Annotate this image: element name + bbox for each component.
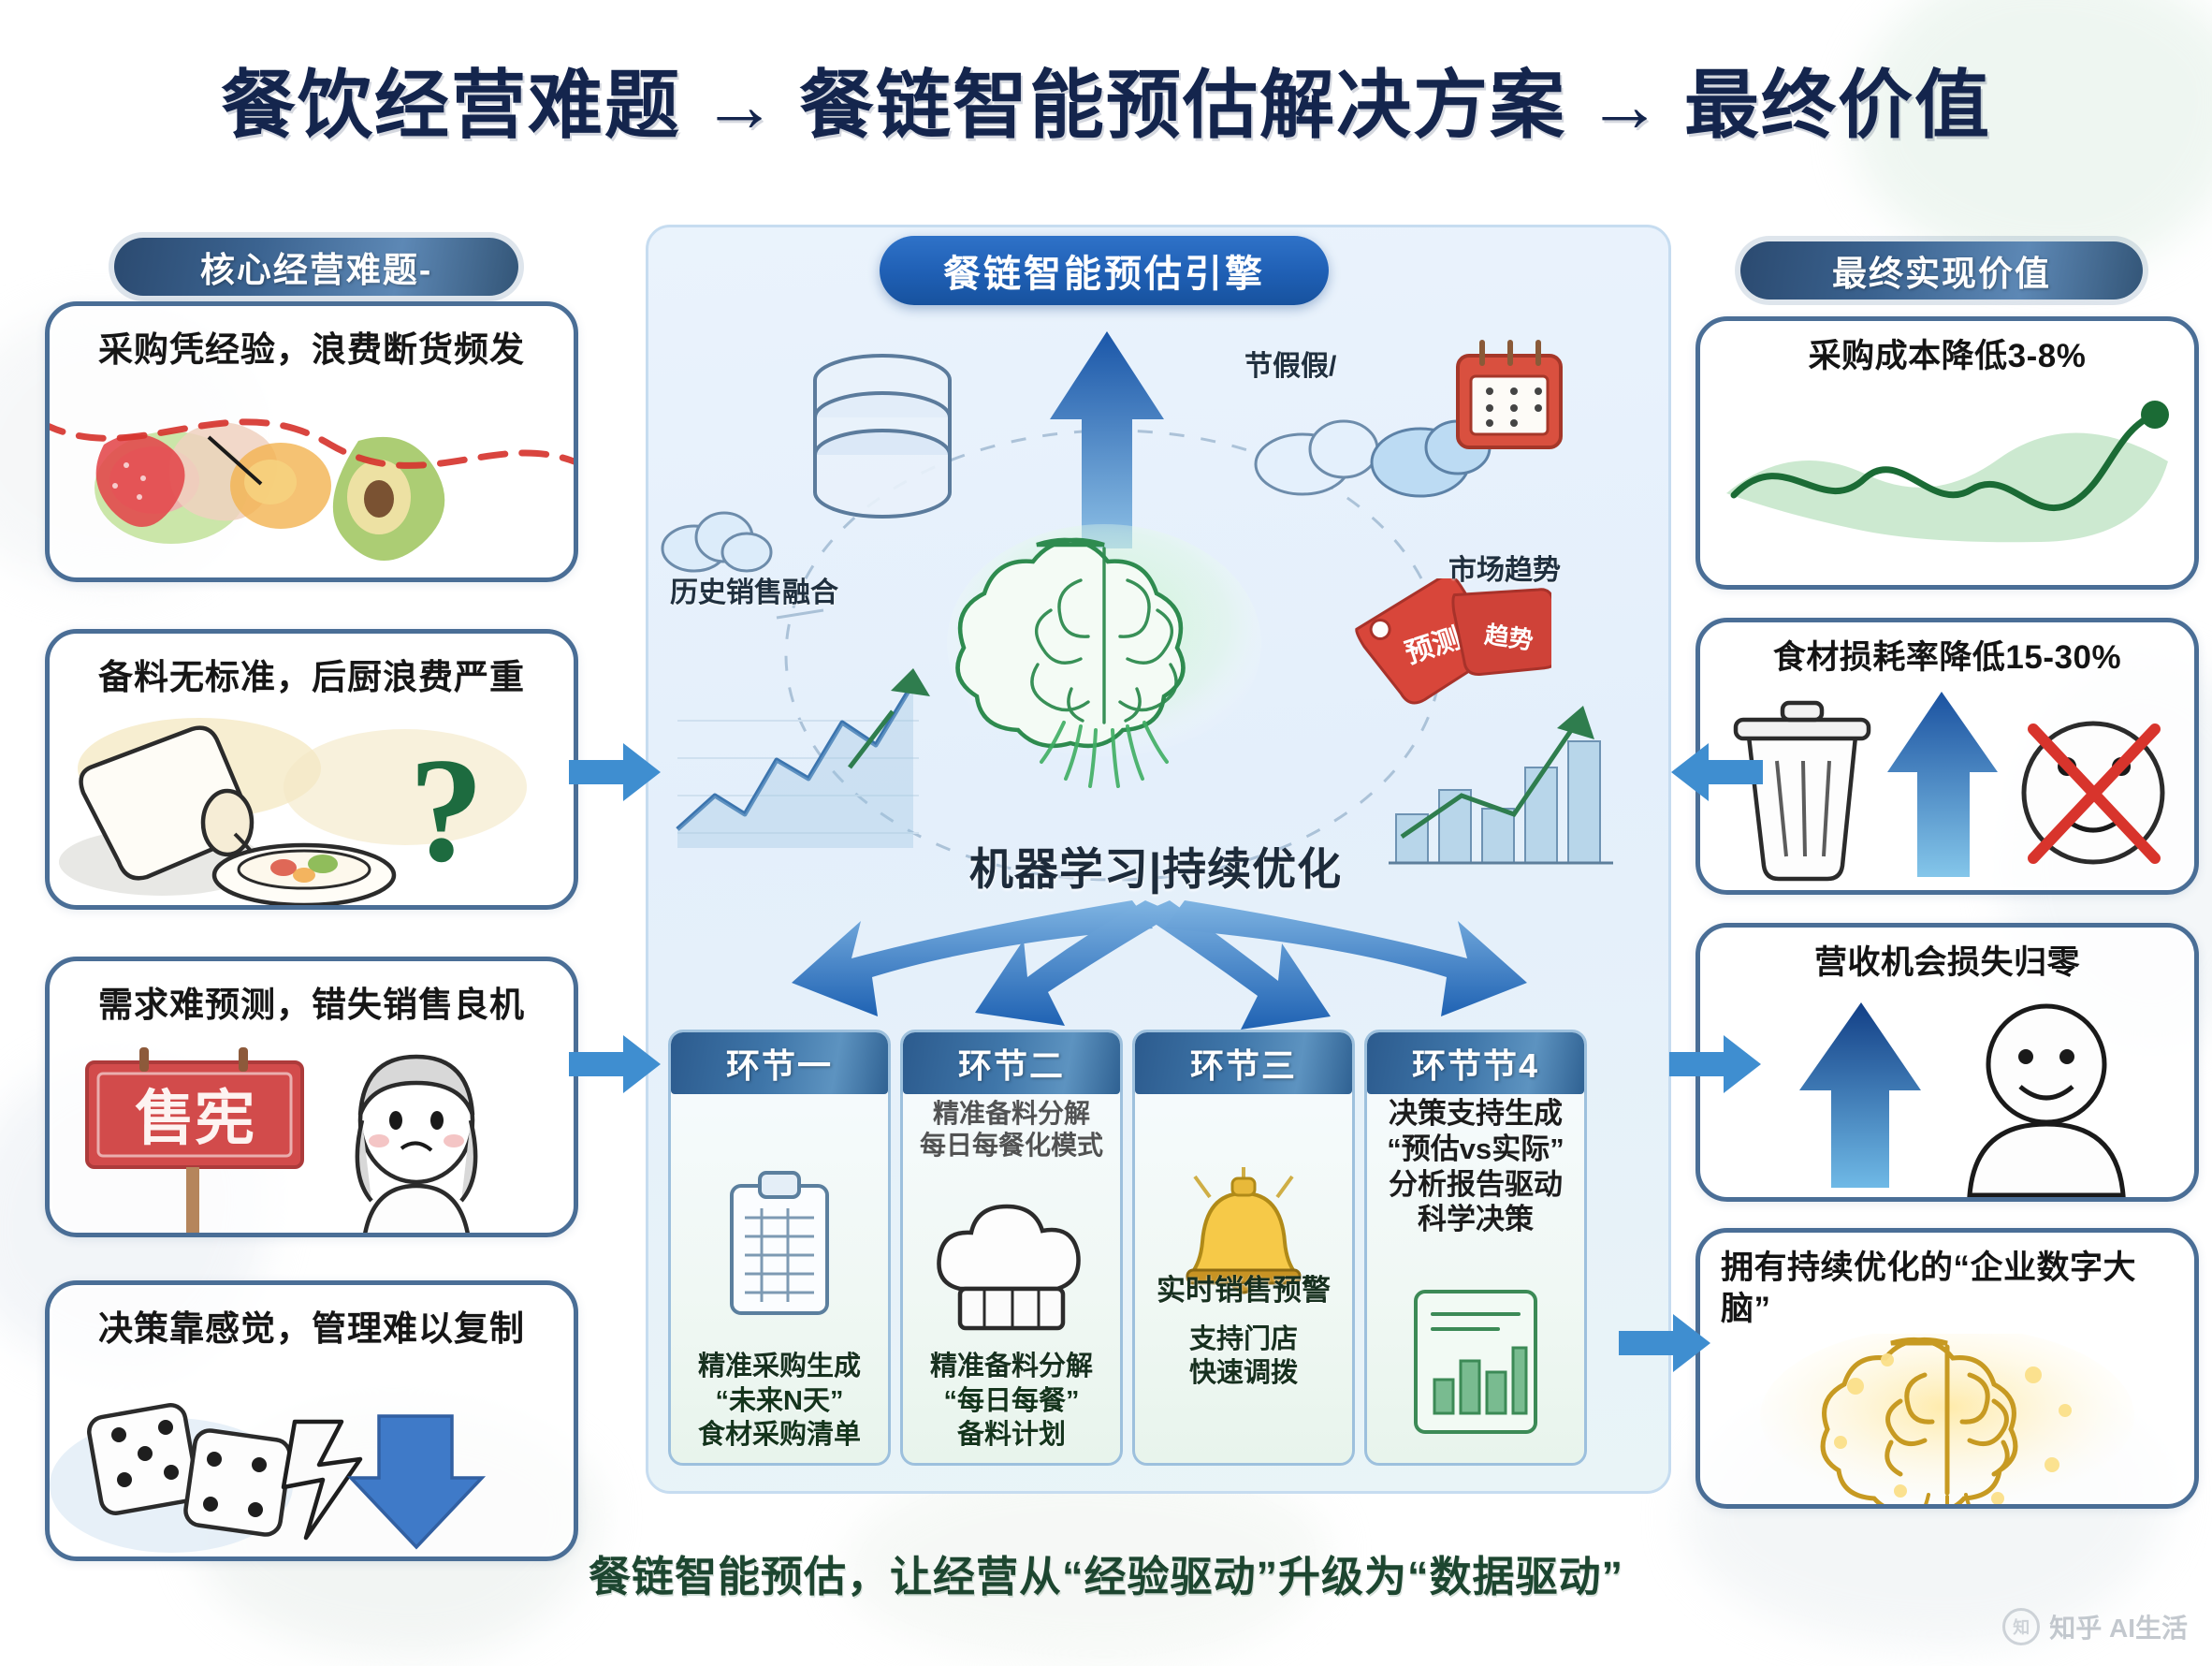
problem-card-3-art: 售宪 [50, 1030, 574, 1233]
stage-card-1-body: 精准采购生成 “未来N天” 食材采购清单 [671, 1094, 888, 1463]
green-rising-line-chart-icon [1726, 400, 2169, 542]
svg-text:售宪: 售宪 [135, 1085, 255, 1152]
input-label-holiday: 节假假/ [1244, 351, 1337, 382]
input-label-market: 市场趋势 [1448, 555, 1561, 586]
value-card-2-art [1700, 682, 2194, 890]
bottom-caption: 餐链智能预估，让经营从“经验驱动”升级为“数据驱动” [588, 1553, 1623, 1600]
input-label-history: 历史销售融合 [670, 577, 838, 608]
blue-arrow-smiling-person-icon [1799, 1001, 2126, 1197]
value-card-1-title: 采购成本降低3-8% [1808, 338, 2087, 374]
stage-card-4-body: 决策支持生成 “预估vs实际” 分析报告驱动 科学决策 [1367, 1094, 1584, 1463]
engine-badge[interactable]: 餐链智能预估引擎 [880, 236, 1329, 305]
problem-card-4-title: 决策靠感觉，管理难以复制 [98, 1309, 525, 1348]
problem-card-3-title: 需求难预测，错失销售良机 [98, 986, 525, 1024]
cloud-icon [661, 511, 773, 573]
clipboard-checklist-icon [671, 1147, 888, 1343]
stage-card-2-body: 精准备料分解 每日每餐化模式 精准备料分解 “每日每餐” 备料计划 [903, 1094, 1120, 1463]
value-card-1[interactable]: 采购成本降低3-8% [1695, 316, 2199, 590]
flow-arrow-right-top [1671, 743, 1763, 801]
stage-card-4-head: 环节节4 [1367, 1032, 1584, 1094]
spilled-pot-dish-question-icon: ? [59, 718, 527, 905]
flow-arrow-left-top [569, 743, 661, 801]
value-card-3-title: 营收机会损失归零 [1813, 944, 2080, 981]
problem-card-2-art: ? [50, 703, 574, 905]
dice-lightning-arrow-icon [50, 1403, 487, 1553]
flow-arrow-right-mid [1669, 1035, 1761, 1093]
ml-caption: 机器学习|持续优化 [968, 844, 1343, 894]
value-card-3[interactable]: 营收机会损失归零 [1695, 923, 2199, 1202]
stage-card-4-overlay: 决策支持生成 “预估vs实际” 分析报告驱动 科学决策 [1387, 1097, 1564, 1236]
bar-chart-right [1389, 706, 1613, 865]
chef-hat-icon [903, 1175, 1120, 1371]
stage-card-1[interactable]: 环节一 精准采购生成 “未来N天” 食材采购清单 [668, 1030, 891, 1466]
database-cylinder-icon [813, 354, 952, 519]
blue-up-arrow-icon [1050, 331, 1164, 548]
value-card-4-art [1700, 1325, 2194, 1504]
problem-card-4[interactable]: 决策靠感觉，管理难以复制 [45, 1280, 578, 1561]
price-tag-icon: 预测 趋势 [1355, 578, 1551, 705]
stage-card-3[interactable]: 环节三 实时销售预警 支持门店 快速调拨 [1132, 1030, 1355, 1466]
svg-text:?: ? [409, 726, 484, 893]
fanout-arrows [792, 900, 1527, 1030]
sold-out-sign-worried-person-icon: 售宪 [85, 1047, 478, 1233]
flow-arrow-right-bottom [1619, 1314, 1710, 1372]
page-title: 餐饮经营难题 → 餐链智能预估解决方案 → 最终价值 [221, 66, 1991, 148]
stage-card-1-head: 环节一 [671, 1032, 888, 1094]
right-column-header: 最终实现价值 [1740, 241, 2143, 300]
fruit-vegetables-icon [50, 418, 574, 562]
calendar-icon [1456, 340, 1563, 449]
trash-bin-no-waste-icon [1733, 691, 2165, 881]
watermark-logo-icon: 知 [2002, 1608, 2041, 1645]
value-card-2[interactable]: 食材损耗率降低15-30% [1695, 618, 2199, 895]
value-card-2-title: 食材损耗率降低15-30% [1772, 639, 2122, 676]
value-card-1-art [1700, 381, 2194, 585]
problem-card-1[interactable]: 采购凭经验，浪费断货频发 [45, 301, 578, 582]
flow-arrow-left-bottom [569, 1035, 661, 1093]
brain-icon [940, 524, 1268, 814]
problem-card-3[interactable]: 需求难预测，错失销售良机 售宪 [45, 957, 578, 1237]
watermark: 知 知乎 AI生活 [2002, 1608, 2188, 1645]
bar-chart-report-icon [1367, 1278, 1584, 1446]
left-column-header: 核心经营难题- [114, 238, 518, 296]
watermark-text: 知乎 AI生活 [2049, 1614, 2188, 1643]
problem-card-2-title: 备料无标准，后厨浪费严重 [98, 658, 525, 696]
alert-bell-icon [1135, 1132, 1352, 1328]
sparkline-chart-left [676, 668, 930, 848]
problem-card-1-art [50, 375, 574, 577]
stage-card-3-head: 环节三 [1135, 1032, 1352, 1094]
value-card-3-art [1700, 987, 2194, 1197]
problem-card-4-art [50, 1354, 574, 1556]
stage-card-1-desc: 精准采购生成 “未来N天” 食材采购清单 [697, 1352, 861, 1450]
stage-card-3-desc: 实时销售预警 支持门店 快速调拨 [1157, 1273, 1331, 1388]
value-card-4-title: 拥有持续优化的“企业数字大脑” [1721, 1250, 2137, 1327]
stage-card-2-overlay: 精准备料分解 每日每餐化模式 [919, 1099, 1103, 1160]
stage-card-4[interactable]: 环节节4 决策支持生成 “预估vs实际” 分析报告驱动 科学决策 [1364, 1030, 1587, 1466]
stage-card-3-body: 实时销售预警 支持门店 快速调拨 [1135, 1094, 1352, 1463]
golden-glowing-brain-icon [1760, 1325, 2134, 1504]
stage-card-2-head: 环节二 [903, 1032, 1120, 1094]
value-card-4[interactable]: 拥有持续优化的“企业数字大脑” [1695, 1228, 2199, 1509]
problem-card-1-title: 采购凭经验，浪费断货频发 [98, 330, 525, 369]
svg-text:趋势: 趋势 [1483, 621, 1535, 655]
stage-card-2[interactable]: 环节二 精准备料分解 每日每餐化模式 精准备料分解 “每日每餐” 备料计划 [900, 1030, 1123, 1466]
problem-card-2[interactable]: 备料无标准，后厨浪费严重 ? [45, 629, 578, 910]
stage-card-2-desc: 精准备料分解 “每日每餐” 备料计划 [929, 1352, 1093, 1450]
